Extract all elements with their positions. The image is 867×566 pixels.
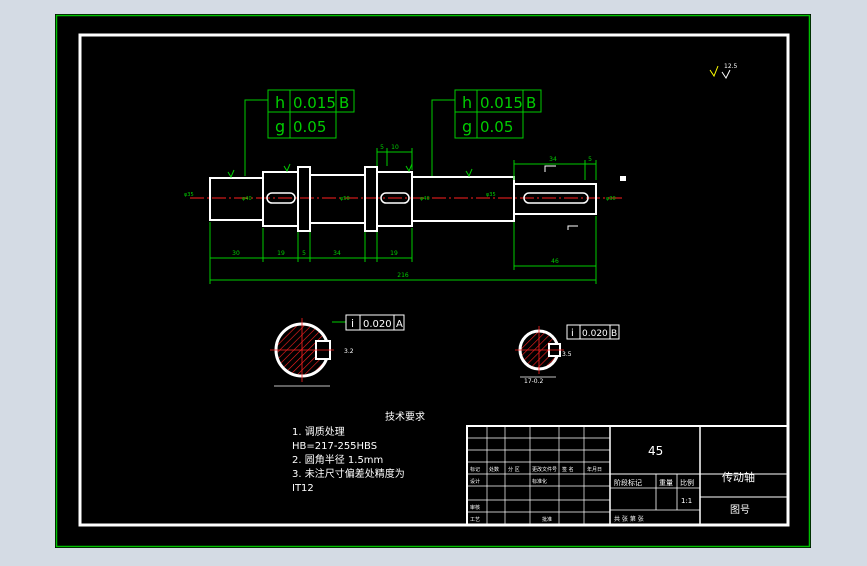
row-label: 更改文件号 — [532, 466, 557, 473]
section-marker-top — [544, 165, 556, 172]
frame-value: 0.020 — [582, 329, 608, 339]
frame-symbol: i — [571, 328, 574, 339]
sheet-border — [55, 14, 811, 548]
stage-label: 阶段标记 — [614, 478, 642, 487]
shaft-view: φ35 φ40 φ50 φ40 φ35 φ30 — [184, 99, 626, 284]
frame-symbol: i — [351, 317, 354, 330]
row-label: 工艺 — [470, 517, 480, 523]
dimension-lines — [209, 148, 597, 284]
roughness-value: 12.5 — [724, 63, 738, 70]
diameter-label: φ35 — [184, 192, 194, 198]
drawing-no-label: 图号 — [730, 504, 750, 516]
diameter-label: φ50 — [340, 196, 350, 202]
shaft-segment-6 — [513, 183, 597, 215]
tech-line-2: HB=217-255HBS — [292, 441, 377, 452]
roughness-check-icon — [709, 65, 719, 78]
row-label: 审核 — [470, 504, 480, 511]
diameter-label: φ35 — [486, 192, 496, 198]
roughness-mark-icon — [283, 163, 291, 173]
dim-5b: 5 — [380, 144, 384, 151]
frame-datum: A — [396, 319, 403, 330]
frame-value: 0.05 — [480, 118, 513, 136]
section-a: i 0.020 A 3.2 — [270, 314, 405, 387]
weight-label: 重量 — [659, 479, 673, 487]
frame-symbol: g — [462, 117, 472, 136]
diameter-label: φ40 — [242, 196, 252, 202]
frame-symbol: g — [275, 117, 285, 136]
frame-symbol: h — [275, 93, 285, 112]
frame-symbol: h — [462, 93, 472, 112]
keyway-right — [523, 192, 589, 204]
datum-marker — [620, 176, 626, 181]
keyway-left — [266, 192, 296, 204]
row-label: 年月日 — [587, 466, 602, 473]
title-block — [466, 425, 789, 526]
section-marker-bottom — [567, 225, 578, 230]
tech-requirements: 技术要求 1. 调质处理 HB=217-255HBS 2. 圆角半径 1.5mm… — [292, 410, 425, 494]
tech-line-5: IT12 — [292, 483, 314, 494]
dim-5-top: 5 — [588, 156, 592, 163]
dim-10: 10 — [391, 144, 399, 151]
dim-34a: 34 — [333, 250, 341, 257]
row-label: 处数 — [489, 466, 499, 473]
dim-5a: 5 — [302, 250, 306, 257]
roughness-mark-icon — [227, 169, 235, 179]
sheet-label: 共 张 第 张 — [614, 515, 644, 523]
section-b: i 0.020 B 3.5 17-0.2 — [515, 324, 620, 385]
section-b-dim: 3.5 — [562, 351, 572, 358]
frame-value: 0.015 — [480, 94, 523, 112]
material-label: 45 — [648, 444, 663, 458]
frame-value: 0.020 — [363, 319, 392, 330]
diameter-label: φ40 — [420, 196, 430, 202]
shaft-roughness-marks — [227, 163, 473, 179]
roughness-mark-icon — [405, 163, 413, 173]
tech-heading: 技术要求 — [385, 410, 425, 423]
leader-left — [244, 99, 268, 176]
tech-line-4: 3. 未注尺寸偏差处精度为 — [292, 467, 405, 480]
scale-label: 比例 — [680, 478, 694, 487]
diameter-label: φ30 — [606, 196, 616, 202]
part-name: 传动轴 — [722, 470, 755, 484]
frame-datum: B — [526, 94, 536, 112]
frame-value: 0.015 — [293, 94, 336, 112]
frame-value: 0.05 — [293, 118, 326, 136]
frame-datum: B — [611, 329, 617, 339]
dim-46: 46 — [551, 258, 559, 265]
section-b-under: 17-0.2 — [524, 378, 544, 385]
roughness-symbol-icon — [721, 69, 731, 79]
tech-line-1: 1. 调质处理 — [292, 426, 345, 438]
frame-datum: B — [339, 94, 349, 112]
dim-34-top: 34 — [549, 156, 557, 163]
row-label: 签 名 — [562, 466, 574, 473]
row-label: 标准化 — [532, 478, 547, 485]
diameter-labels: φ35 φ40 φ50 φ40 φ35 φ30 — [184, 192, 616, 202]
roughness-mark-icon — [465, 168, 473, 178]
row-label: 设计 — [470, 478, 480, 485]
tolerance-frame-left: h 0.015 B g 0.05 — [267, 89, 355, 139]
dim-19a: 19 — [277, 250, 285, 257]
row-label: 批准 — [542, 516, 552, 523]
row-label: 标记 — [470, 466, 480, 473]
roughness-note: 12.5 — [709, 63, 738, 79]
scale-value: 1:1 — [681, 497, 692, 505]
keyway-middle — [380, 192, 410, 204]
drawing-frame — [78, 33, 790, 527]
model-space — [55, 14, 811, 548]
row-label: 分 区 — [508, 466, 520, 473]
dim-216: 216 — [397, 272, 409, 279]
tolerance-frame-right: h 0.015 B g 0.05 — [454, 89, 542, 139]
dim-30: 30 — [232, 250, 240, 257]
title-block-text: 45 传动轴 图号 阶段标记 重量 比例 1:1 共 张 第 张 标记 处数 分… — [470, 444, 755, 523]
tech-line-3: 2. 圆角半径 1.5mm — [292, 453, 383, 466]
section-a-dim: 3.2 — [344, 348, 354, 355]
leader-right — [431, 99, 455, 176]
dim-19b: 19 — [390, 250, 398, 257]
dimension-texts: 30 19 5 34 19 216 46 34 5 5 10 — [232, 144, 592, 279]
